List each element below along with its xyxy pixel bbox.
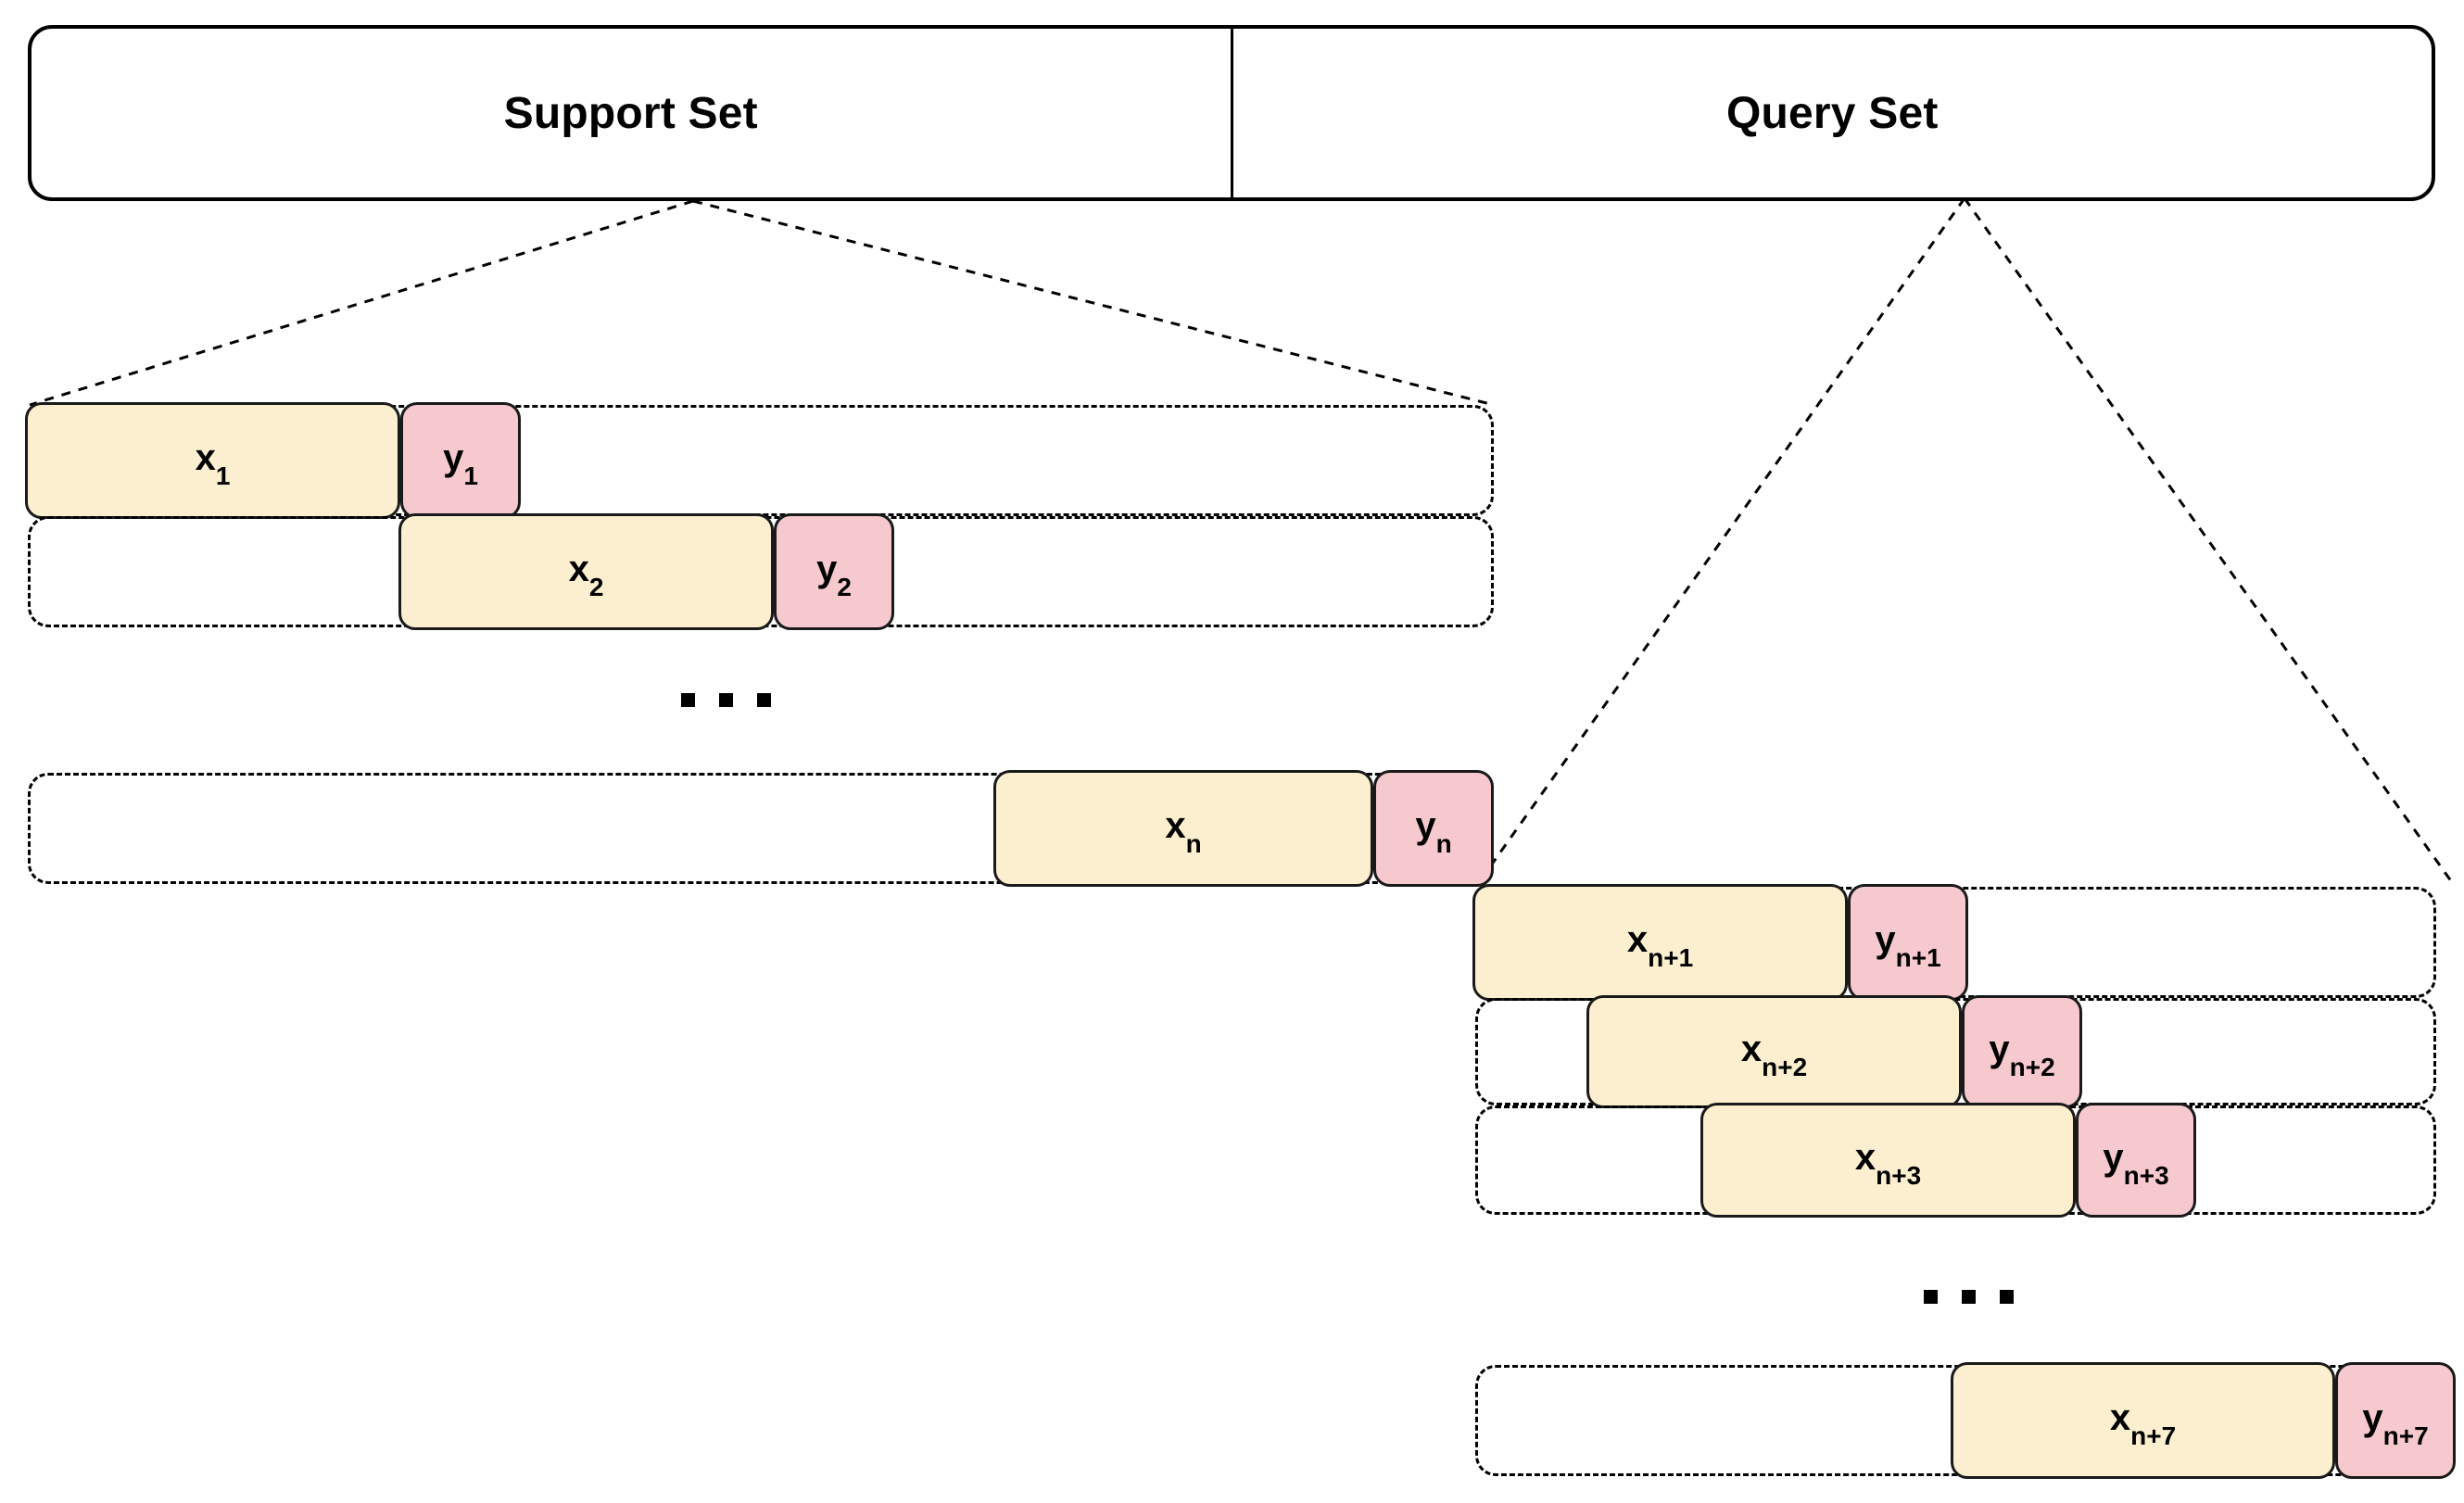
support-connector-left: [29, 199, 694, 407]
support-ellipsis-dot-2: [719, 693, 733, 707]
support-set-label: Support Set: [503, 88, 758, 138]
query-connector-left: [1475, 197, 1966, 886]
query-ellipsis-dot-1: [1924, 1290, 1938, 1304]
support-x-label-1: x1: [195, 436, 231, 491]
support-ellipsis-dot-1: [681, 693, 695, 707]
support-x-label-n: xn: [1165, 804, 1202, 859]
query-y-cell-2[interactable]: yn+2: [1962, 995, 2082, 1108]
support-x-cell-1[interactable]: x1: [25, 402, 400, 519]
query-x-cell-2[interactable]: xn+2: [1586, 995, 1962, 1108]
support-y-label-1: y1: [443, 436, 478, 491]
query-y-cell-1[interactable]: yn+1: [1848, 884, 1968, 1001]
query-ellipsis-dot-3: [2000, 1290, 2014, 1304]
query-x-label-1: xn+1: [1626, 918, 1694, 973]
query-y-cell-3[interactable]: yn+3: [2076, 1103, 2196, 1218]
support-connector-right: [692, 199, 1495, 407]
query-x-label-2: xn+2: [1740, 1028, 1808, 1082]
query-connector-right: [1963, 197, 2456, 886]
query-x-cell-3[interactable]: xn+3: [1700, 1103, 2076, 1218]
query-y-label-1: yn+1: [1875, 918, 1941, 973]
support-ellipsis-dot-3: [757, 693, 771, 707]
support-x-label-2: x2: [568, 548, 604, 602]
query-x-cell-last[interactable]: xn+7: [1951, 1362, 2335, 1479]
support-x-cell-2[interactable]: x2: [398, 513, 774, 630]
query-y-label-2: yn+2: [1989, 1028, 2055, 1082]
query-x-cell-1[interactable]: xn+1: [1472, 884, 1848, 1001]
query-y-label-last: yn+7: [2362, 1396, 2429, 1451]
query-set-header: Query Set: [1233, 29, 2432, 197]
query-set-label: Query Set: [1725, 88, 1939, 138]
support-y-label-2: y2: [816, 548, 852, 602]
query-x-label-3: xn+3: [1854, 1136, 1922, 1191]
query-ellipsis-dot-2: [1962, 1290, 1976, 1304]
support-y-label-n: yn: [1415, 804, 1452, 859]
support-y-cell-2[interactable]: y2: [774, 513, 894, 630]
query-y-cell-last[interactable]: yn+7: [2335, 1362, 2456, 1479]
support-x-cell-n[interactable]: xn: [993, 770, 1373, 887]
support-y-cell-1[interactable]: y1: [400, 402, 521, 519]
query-ellipsis: [1924, 1290, 2014, 1304]
query-x-label-last: xn+7: [2109, 1396, 2177, 1451]
support-ellipsis: [681, 693, 771, 707]
query-y-label-3: yn+3: [2103, 1136, 2169, 1191]
set-header-container: Support Set Query Set: [28, 25, 2435, 201]
support-set-header: Support Set: [32, 29, 1231, 197]
support-y-cell-n[interactable]: yn: [1373, 770, 1494, 887]
header-divider: [1230, 29, 1233, 197]
